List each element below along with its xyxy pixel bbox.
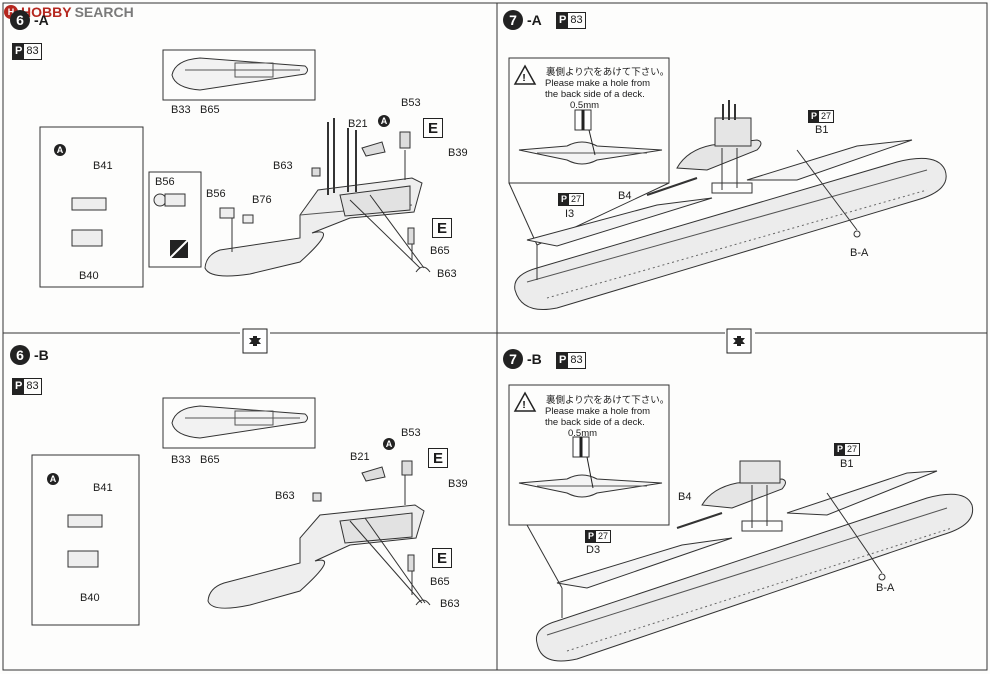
watermark: H HOBBY SEARCH xyxy=(4,4,134,20)
watermark-suffix: SEARCH xyxy=(74,4,134,20)
paint-ref-7b: P 83 xyxy=(556,352,586,369)
part-label-b39: B39 xyxy=(448,147,468,159)
hole-note-en1: Please make a hole from xyxy=(545,78,651,89)
paint-ref-number: 83 xyxy=(570,14,583,26)
step-suffix: -B xyxy=(34,347,49,363)
paint-ref-6a: P 83 xyxy=(12,43,42,60)
part-label-b39: B39 xyxy=(448,478,468,490)
paint-ref-number: 83 xyxy=(26,380,39,392)
hole-note-en2: the back side of a deck. xyxy=(545,89,645,100)
part-label-b56: B56 xyxy=(206,188,226,200)
marker-a-icon: A xyxy=(378,115,390,127)
paint-ref-icon: P xyxy=(835,444,846,455)
step-arrow-icon xyxy=(726,328,752,354)
part-label-b21: B21 xyxy=(350,451,370,463)
part-label-b53: B53 xyxy=(401,427,421,439)
paint-ref-number: 27 xyxy=(571,194,582,204)
paint-ref-icon: P xyxy=(809,111,820,122)
step-suffix: -A xyxy=(527,12,542,28)
watermark-brand: HOBBY xyxy=(21,4,72,20)
part-label-b33: B33 xyxy=(171,454,191,466)
step-number-badge: 7 xyxy=(503,10,523,30)
step-7b-diagram: ! xyxy=(508,384,974,662)
svg-text:!: ! xyxy=(522,400,525,411)
part-label-b41: B41 xyxy=(93,160,113,172)
hole-note-size: 0.5mm xyxy=(568,428,598,439)
part-label-b65: B65 xyxy=(430,245,450,257)
paint-ref-27: P 27 xyxy=(808,110,835,123)
paint-e-icon: E xyxy=(428,448,448,468)
part-label-b40: B40 xyxy=(80,592,100,604)
paint-e-icon: E xyxy=(432,218,452,238)
paint-ref-27: P 27 xyxy=(558,193,585,206)
paint-ref-27: P 27 xyxy=(585,530,612,543)
paint-ref-icon: P xyxy=(559,194,570,205)
step-6b-diagram xyxy=(31,397,431,626)
paint-ref-icon: P xyxy=(557,13,569,28)
step-7b-heading: 7 -B xyxy=(503,349,542,369)
part-label-d3: D3 xyxy=(586,544,601,556)
part-label-b21: B21 xyxy=(348,118,368,130)
part-label-b63: B63 xyxy=(275,490,295,502)
part-label-b53: B53 xyxy=(401,97,421,109)
step-arrow-icon xyxy=(242,328,268,354)
part-label-b1: B1 xyxy=(840,458,854,470)
part-label-ba: B-A xyxy=(850,247,869,259)
marker-a-icon: A xyxy=(383,438,395,450)
step-suffix: -B xyxy=(527,351,542,367)
paint-e-icon: E xyxy=(423,118,443,138)
part-label-b41: B41 xyxy=(93,482,113,494)
part-label-i3: I3 xyxy=(565,208,575,220)
part-label-b56: B56 xyxy=(155,176,175,188)
part-label-b63: B63 xyxy=(440,598,460,610)
part-label-b65: B65 xyxy=(200,454,220,466)
part-label-ba: B-A xyxy=(876,582,895,594)
paint-ref-icon: P xyxy=(586,531,597,542)
step-7a-heading: 7 -A xyxy=(503,10,542,30)
hole-note-size: 0.5mm xyxy=(570,100,600,111)
step-suffix: -A xyxy=(34,12,49,28)
part-label-b65: B65 xyxy=(430,576,450,588)
paint-ref-number: 27 xyxy=(598,531,609,541)
paint-ref-6b: P 83 xyxy=(12,378,42,395)
part-label-b4: B4 xyxy=(618,190,632,202)
paint-e-icon: E xyxy=(432,548,452,568)
part-label-b33: B33 xyxy=(171,104,191,116)
step-6a-diagram xyxy=(39,49,431,288)
paint-ref-number: 27 xyxy=(847,444,858,454)
part-label-b1: B1 xyxy=(815,124,829,136)
paint-ref-icon: P xyxy=(557,353,569,368)
step-number-badge: 6 xyxy=(10,10,30,30)
part-label-b65: B65 xyxy=(200,104,220,116)
svg-text:!: ! xyxy=(522,73,525,84)
part-label-b63: B63 xyxy=(273,160,293,172)
hole-note-en2: the back side of a deck. xyxy=(545,417,645,428)
step-number-badge: 7 xyxy=(503,349,523,369)
marker-a-icon: A xyxy=(47,473,59,485)
hole-note-jp: 裏側より穴をあけて下さい。 xyxy=(546,67,670,78)
hole-note-jp: 裏側より穴をあけて下さい。 xyxy=(546,395,670,406)
part-label-b4: B4 xyxy=(678,491,692,503)
paint-ref-number: 83 xyxy=(570,354,583,366)
paint-ref-icon: P xyxy=(13,379,25,394)
part-label-b40: B40 xyxy=(79,270,99,282)
hole-note-en1: Please make a hole from xyxy=(545,406,651,417)
paint-ref-27: P 27 xyxy=(834,443,861,456)
paint-ref-icon: P xyxy=(13,44,25,59)
paint-ref-7a: P 83 xyxy=(556,12,586,29)
step-6a-heading: 6 -A xyxy=(10,10,49,30)
marker-a-icon: A xyxy=(54,144,66,156)
step-6b-heading: 6 -B xyxy=(10,345,49,365)
part-label-b63: B63 xyxy=(437,268,457,280)
step-7a-diagram: ! xyxy=(508,57,947,310)
paint-ref-number: 27 xyxy=(821,111,832,121)
step-number-badge: 6 xyxy=(10,345,30,365)
paint-ref-number: 83 xyxy=(26,45,39,57)
part-label-b76: B76 xyxy=(252,194,272,206)
